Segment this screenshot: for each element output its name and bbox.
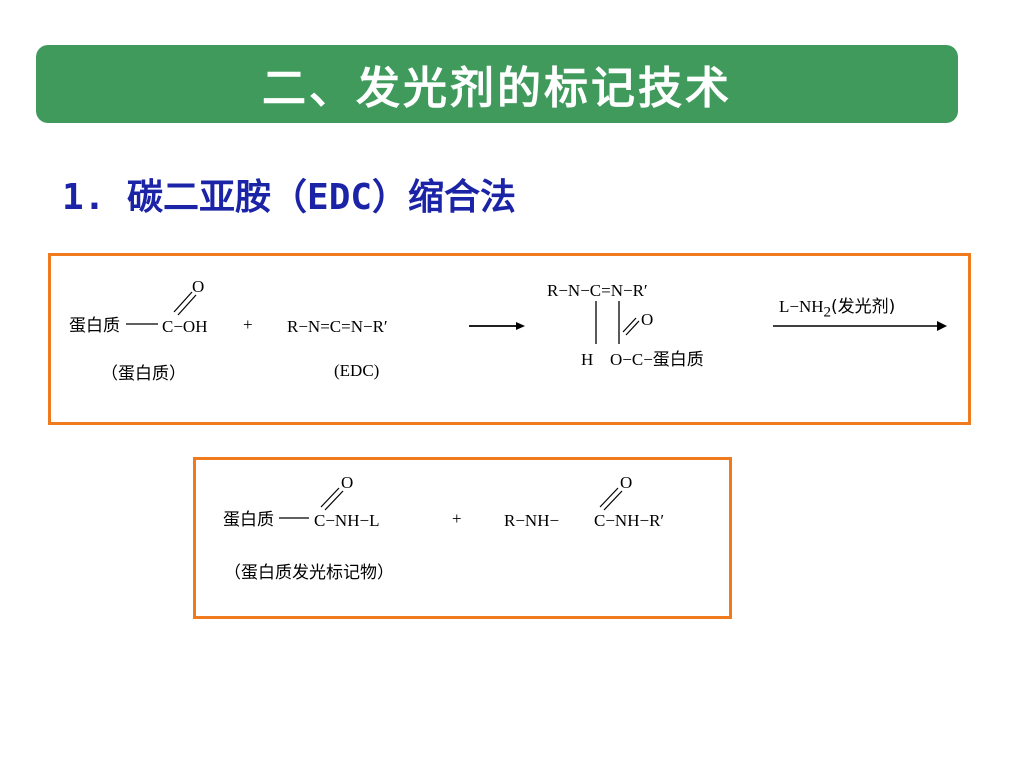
section-heading: 1. 碳二亚胺（EDC）缩合法 (62, 177, 517, 218)
urea-left: R−NH− (504, 511, 560, 530)
intermediate-hydrogen: H (581, 350, 594, 369)
edc-formula: R−N=C=N−R′ (287, 317, 388, 336)
carbonyl-oxygen: O (192, 277, 205, 296)
reaction-box-edc-activation: 蛋白质 O C−OH + R−N=C=N−R′ （蛋白质） (EDC) R−N−… (48, 253, 971, 425)
reagent-label: L−NH2(发光剂) (779, 298, 895, 320)
reaction-box-products: 蛋白质 O C−NH−L + R−NH− O C−NH−R′ （蛋白质发光标记物… (193, 457, 732, 619)
bond-lines (126, 291, 947, 344)
intermediate-top-chain: R−N−C=N−R′ (547, 281, 648, 300)
amide-group: C−NH−L (314, 511, 380, 530)
intermediate-ester-group: O−C−蛋白质 (610, 350, 704, 369)
urea-right: C−NH−R′ (594, 511, 665, 530)
reagent-prefix: L−NH (779, 297, 824, 316)
protein-label: 蛋白质 (69, 316, 120, 336)
product-caption: （蛋白质发光标记物） (224, 563, 394, 583)
bond-lines-2 (279, 487, 623, 519)
intermediate-carbonyl-oxygen: O (641, 310, 654, 329)
plus-sign-2: + (452, 509, 462, 528)
title-banner: 二、发光剂的标记技术 (36, 45, 958, 123)
protein-label-2: 蛋白质 (223, 510, 274, 530)
carbonyl-oxygen-2: O (341, 473, 354, 492)
edc-caption: (EDC) (334, 361, 380, 380)
urea-carbonyl-oxygen: O (620, 473, 633, 492)
carboxyl-group: C−OH (162, 317, 208, 336)
reagent-subscript: 2 (823, 304, 832, 321)
plus-sign: + (243, 315, 253, 334)
reagent-suffix: (发光剂) (831, 297, 896, 317)
protein-caption: （蛋白质） (101, 364, 186, 384)
slide-title: 二、发光剂的标记技术 (262, 63, 732, 114)
